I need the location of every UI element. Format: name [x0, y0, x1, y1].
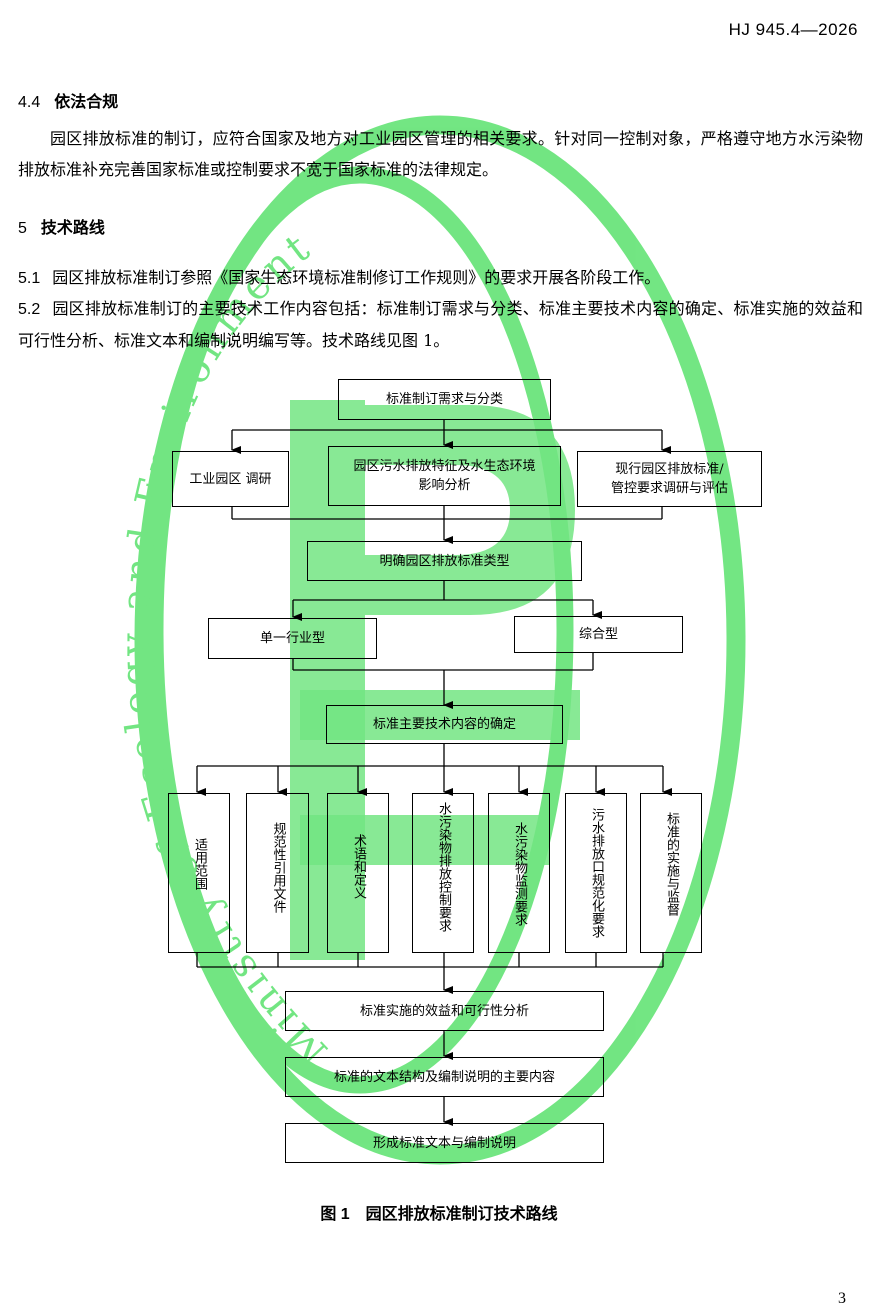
section-title: 技术路线: [40, 218, 105, 237]
figure-caption: 图 1 园区排放标准制订技术路线: [0, 1200, 878, 1224]
box-line: 管控要求调研与评估: [610, 481, 728, 496]
content-label: 水污染物监测要求: [512, 822, 527, 926]
clause-5-1: 5.1 园区排放标准制订参照《国家生态环境标准制修订工作规则》的要求开展各阶段工作…: [18, 262, 863, 294]
flow-type-single-industry: 单一行业型: [208, 618, 377, 659]
content-scope: 适用范围: [168, 793, 230, 953]
section-title: 依法合规: [54, 92, 119, 111]
box-line: 园区污水排放特征及水生态环境: [353, 459, 536, 474]
content-label: 水污染物排放控制要求: [436, 802, 451, 932]
clause-number: 5.1: [18, 270, 41, 287]
box-line: 现行园区排放标准/: [615, 462, 724, 477]
figure-number: 图 1: [320, 1206, 350, 1223]
flow-branch-existing-standards-review: 现行园区排放标准/ 管控要求调研与评估: [577, 451, 762, 507]
box-line: 影响分析: [418, 478, 471, 493]
flow-step-technical-content: 标准主要技术内容的确定: [326, 705, 563, 744]
clause-number: 5.2: [18, 301, 41, 318]
content-terms-definitions: 术语和定义: [327, 793, 389, 953]
flow-step-benefit-feasibility: 标准实施的效益和可行性分析: [285, 991, 604, 1031]
clause-text: 园区排放标准制订的主要技术工作内容包括：标准制订需求与分类、标准主要技术内容的确…: [18, 299, 863, 350]
flow-type-comprehensive: 综合型: [514, 616, 683, 653]
content-outfall-standardization: 污水排放口规范化要求: [565, 793, 627, 953]
content-label: 规范性引用文件: [270, 822, 286, 913]
clause-text: 园区排放标准制订参照《国家生态环境标准制修订工作规则》的要求开展各阶段工作。: [52, 268, 661, 287]
flow-step-standard-type: 明确园区排放标准类型: [307, 541, 582, 581]
content-label: 适用范围: [192, 838, 207, 890]
figure-title: 园区排放标准制订技术路线: [365, 1204, 558, 1223]
content-label: 术语和定义: [351, 834, 366, 899]
flow-step-text-structure: 标准的文本结构及编制说明的主要内容: [285, 1057, 604, 1097]
content-pollutant-discharge-control: 水污染物排放控制要求: [412, 793, 474, 953]
flow-branch-wastewater-analysis: 园区污水排放特征及水生态环境 影响分析: [328, 446, 561, 506]
flow-step-final-documents: 形成标准文本与编制说明: [285, 1123, 604, 1163]
section-number: 5: [18, 220, 27, 237]
flow-step-requirements-classification: 标准制订需求与分类: [338, 379, 551, 420]
document-code: HJ 945.4—2026: [728, 20, 858, 39]
section-4-4-paragraph: 园区排放标准的制订，应符合国家及地方对工业园区管理的相关要求。针对同一控制对象，…: [18, 129, 863, 179]
content-label: 标准的实施与监督: [664, 812, 679, 916]
section-number: 4.4: [18, 94, 41, 111]
content-pollutant-monitoring: 水污染物监测要求: [488, 793, 550, 953]
section-5-heading: 5 技术路线: [18, 214, 105, 238]
content-label: 污水排放口规范化要求: [589, 808, 604, 938]
content-implementation-supervision: 标准的实施与监督: [640, 793, 702, 953]
content-normative-references: 规范性引用文件: [246, 793, 309, 953]
flow-branch-park-survey: 工业园区 调研: [172, 451, 289, 507]
section-4-4-heading: 4.4 依法合规: [18, 88, 118, 112]
page-number: 3: [838, 1290, 846, 1307]
